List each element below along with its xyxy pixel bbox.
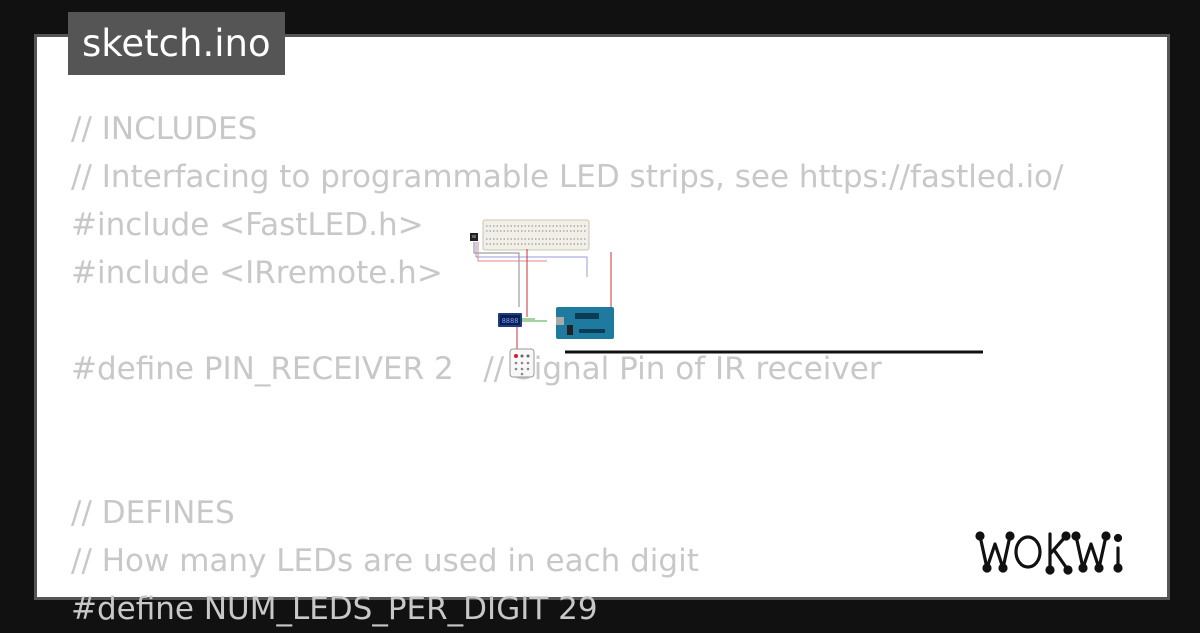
code-line: // How many LEDs are used in each digit [71,543,699,579]
code-line: #include <FastLED.h> [71,207,424,243]
arduino-uno-icon [556,307,614,339]
code-line: #define PIN_RECEIVER 2 // Signal Pin of … [71,351,882,387]
code-line: // INCLUDES [71,111,258,147]
code-preview: // INCLUDES // Interfacing to programmabl… [71,105,1063,633]
code-line [71,441,1063,489]
svg-text:8888: 8888 [502,317,519,325]
circuit-diagram: 8888 [470,219,983,378]
ir-receiver-icon [470,233,478,241]
ir-remote-icon [509,348,535,378]
code-line: #include <IRremote.h> [71,255,443,291]
preview-card: // INCLUDES // Interfacing to programmabl… [34,34,1170,627]
code-line: // DEFINES [71,495,235,531]
wokwi-logo [975,531,1123,575]
code-line [71,393,1063,441]
code-line: // Interfacing to programmable LED strip… [71,159,1064,195]
file-tab[interactable]: sketch.ino [68,12,285,75]
breadboard-icon [482,219,590,251]
code-line: #define NUM_LEDS_PER_DIGIT 29 [71,591,598,627]
seven-segment-display-icon: 8888 [498,313,522,327]
